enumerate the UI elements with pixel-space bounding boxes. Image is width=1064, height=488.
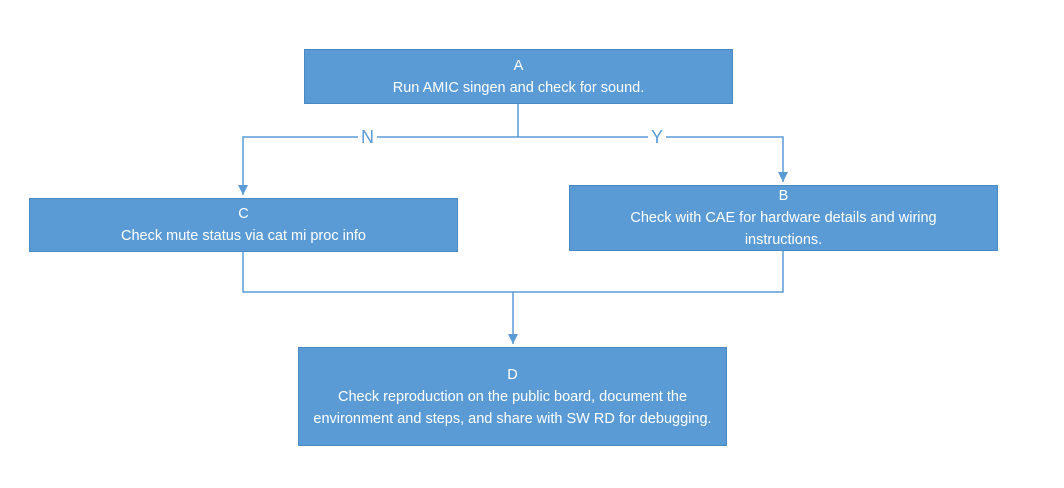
edge-label-no: N — [358, 127, 377, 147]
connector-c-merge — [242, 252, 513, 293]
connector-a-to-b — [518, 136, 788, 182]
node-a-id: A — [513, 57, 524, 74]
node-c: C Check mute status via cat mi proc info — [29, 198, 458, 252]
node-d-text: Check reproduction on the public board, … — [313, 388, 712, 427]
node-a: A Run AMIC singen and check for sound. — [304, 49, 733, 104]
connector-b-merge — [513, 251, 784, 293]
edge-label-yes: Y — [648, 127, 667, 147]
node-a-text: Run AMIC singen and check for sound. — [392, 79, 645, 96]
connector-a-to-c — [238, 136, 518, 195]
node-d-id: D — [507, 366, 518, 383]
node-b-text: Check with CAE for hardware details and … — [630, 210, 937, 248]
node-b: B Check with CAE for hardware details an… — [569, 185, 998, 251]
node-c-text: Check mute status via cat mi proc info — [121, 228, 366, 244]
node-c-id: C — [238, 206, 249, 222]
node-d: D Check reproduction on the public board… — [298, 347, 727, 446]
node-b-id: B — [778, 188, 789, 204]
